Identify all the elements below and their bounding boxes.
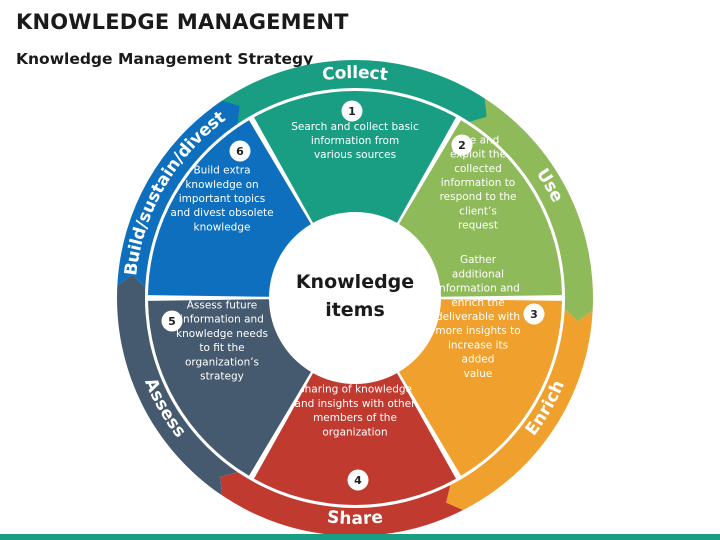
step-number: 3 [530, 308, 538, 321]
ring-label-collect: Collect [321, 63, 389, 85]
step-number-badge [523, 303, 545, 325]
footer-bar [0, 534, 720, 540]
step-number: 5 [168, 315, 176, 328]
page-subtitle: Knowledge Management Strategy [16, 50, 314, 68]
segment-arrow-band [220, 472, 464, 537]
center-circle [273, 216, 437, 380]
segment-arrow-band [117, 274, 238, 496]
step-number-badge [341, 100, 363, 122]
ring-label-share: Share [326, 507, 384, 529]
segment-arrow-band [117, 100, 240, 288]
segment-arrow-band [211, 59, 490, 131]
segment-wedge [148, 299, 311, 476]
step-number: 1 [348, 105, 356, 118]
segment-wedge [254, 373, 456, 505]
segment-arrow-band [469, 98, 593, 322]
step-number: 6 [236, 145, 244, 158]
step-number: 2 [458, 139, 466, 152]
step-number-badge [451, 134, 473, 156]
segment-wedge [399, 299, 562, 476]
step-number-badge [347, 469, 369, 491]
step-number-badge [229, 140, 251, 162]
step-number-badge [161, 310, 183, 332]
step-number: 4 [354, 474, 362, 487]
segment-wedge [254, 91, 456, 223]
page-title: KNOWLEDGE MANAGEMENT [16, 10, 349, 34]
segment-wedge [148, 120, 311, 297]
segment-wedge [399, 120, 562, 297]
segment-arrow-band [446, 308, 593, 511]
